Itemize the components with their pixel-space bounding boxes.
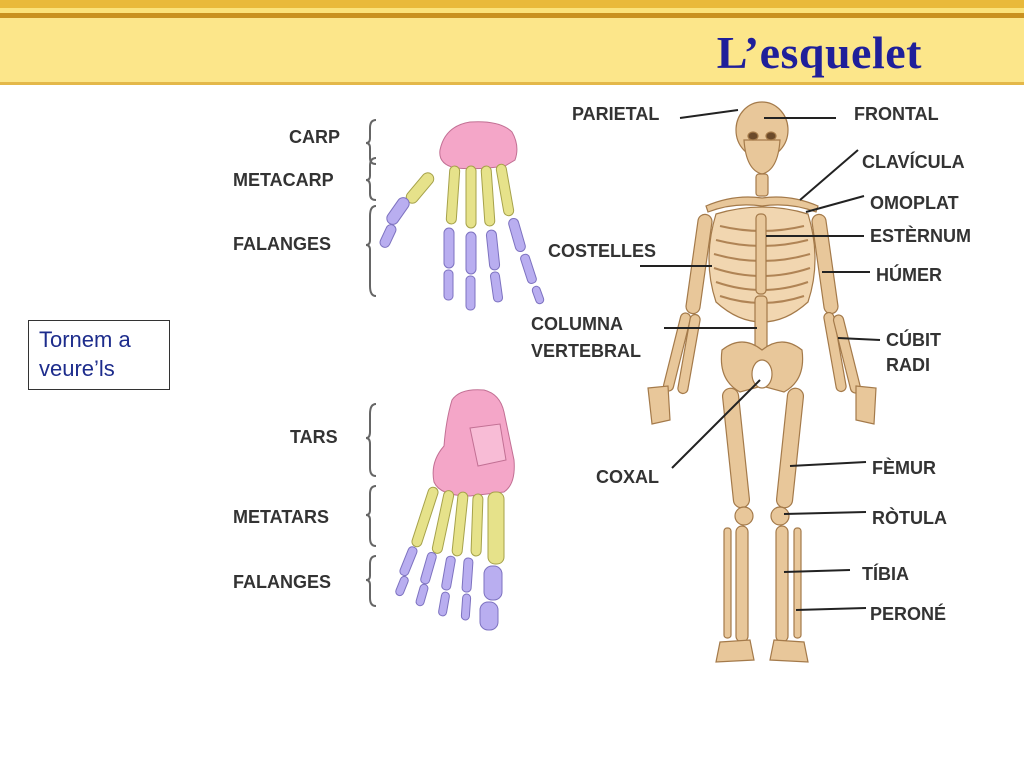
label-falanges-hand: FALANGES [233,234,332,254]
label-clavicula: CLAVÍCULA [862,152,965,172]
label-tibia: TÍBIA [862,564,909,584]
label-cubit: CÚBIT [886,330,941,350]
label-radi: RADI [886,355,930,375]
title-underline [0,82,1024,85]
slide-title: L’esquelet [716,27,922,78]
foot-illustration [365,389,515,631]
leader-lines [640,109,881,611]
label-metatars: METATARS [233,507,329,527]
full-skeleton [647,101,877,663]
label-omoplat: OMOPLAT [870,193,959,213]
label-coxal: COXAL [596,467,659,487]
title-band [0,18,1024,82]
header-stripe [0,0,1024,8]
label-esternum: ESTÈRNUM [870,226,972,246]
label-femur: FÈMUR [872,458,936,478]
label-tars: TARS [290,427,338,447]
label-rotula: RÒTULA [872,508,947,528]
label-carp: CARP [289,127,341,147]
label-costelles: COSTELLES [548,241,657,261]
label-parietal: PARIETAL [572,104,660,124]
side-note-line: Tornem a [39,327,131,352]
side-note-box: Tornem a veure’ls [28,320,170,390]
hand-illustration [365,119,545,311]
label-vertebral: VERTEBRAL [531,341,642,361]
label-humer: HÚMER [876,265,942,285]
label-columna: COLUMNA [531,314,623,334]
header-stripe [0,8,1024,13]
label-falanges-foot: FALANGES [233,572,332,592]
label-metacarp: METACARP [233,170,334,190]
side-note-line: veure’ls [39,356,115,381]
label-frontal: FRONTAL [854,104,939,124]
label-perone: PERONÉ [870,604,947,624]
header-stripe [0,13,1024,18]
